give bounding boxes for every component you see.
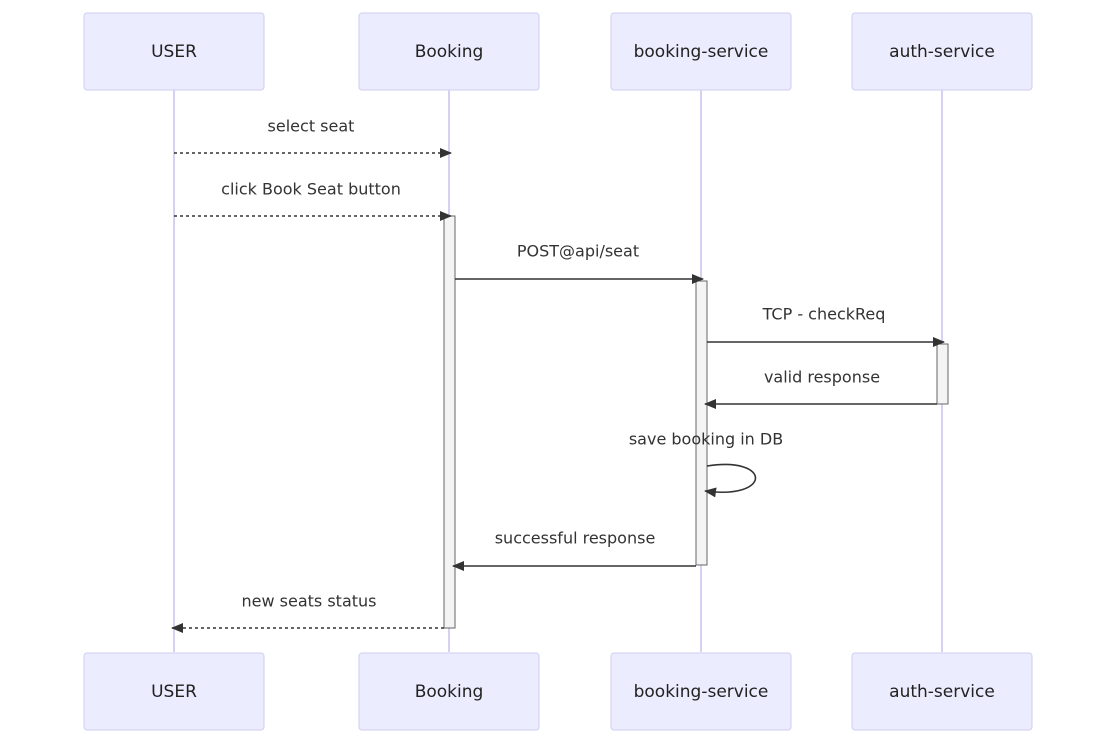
message-self-loop-arrow	[704, 463, 757, 498]
participant-label: booking-service	[634, 42, 769, 62]
participant-user-top: USER	[83, 12, 265, 91]
message-label: click Book Seat button	[221, 180, 401, 199]
participant-label: auth-service	[889, 682, 995, 702]
participant-user-bottom: USER	[83, 652, 265, 731]
message-label: TCP - checkReq	[762, 305, 886, 324]
message-select-seat: select seat	[174, 117, 452, 158]
participant-booking-top: Booking	[358, 12, 540, 91]
participant-label: auth-service	[889, 42, 995, 62]
activation-booking-service	[695, 280, 708, 566]
participant-label: USER	[151, 682, 197, 702]
activation-auth-service	[936, 343, 949, 405]
message-tcp-checkreq: TCP - checkReq	[707, 305, 945, 347]
message-click-book-seat: click Book Seat button	[174, 180, 452, 221]
message-label: successful response	[495, 529, 656, 548]
message-post-api-seat: POST@api/seat	[455, 242, 704, 284]
participant-booking-service-bottom: booking-service	[610, 652, 792, 731]
message-valid-response: valid response	[704, 368, 937, 409]
message-successful-response: successful response	[452, 529, 696, 571]
participant-label: Booking	[415, 682, 484, 702]
message-label: save booking in DB	[629, 430, 783, 449]
participant-auth-service-bottom: auth-service	[851, 652, 1033, 731]
message-new-seats-status: new seats status	[171, 592, 444, 633]
participant-booking-bottom: Booking	[358, 652, 540, 731]
participant-label: Booking	[415, 42, 484, 62]
participant-booking-service-top: booking-service	[610, 12, 792, 91]
message-save-booking-in-db: save booking in DB	[629, 430, 783, 498]
participant-label: booking-service	[634, 682, 769, 702]
message-label: POST@api/seat	[517, 242, 639, 261]
participant-auth-service-top: auth-service	[851, 12, 1033, 91]
message-label: select seat	[268, 117, 355, 136]
participant-label: USER	[151, 42, 197, 62]
message-label: new seats status	[242, 592, 377, 611]
message-label: valid response	[764, 368, 880, 387]
